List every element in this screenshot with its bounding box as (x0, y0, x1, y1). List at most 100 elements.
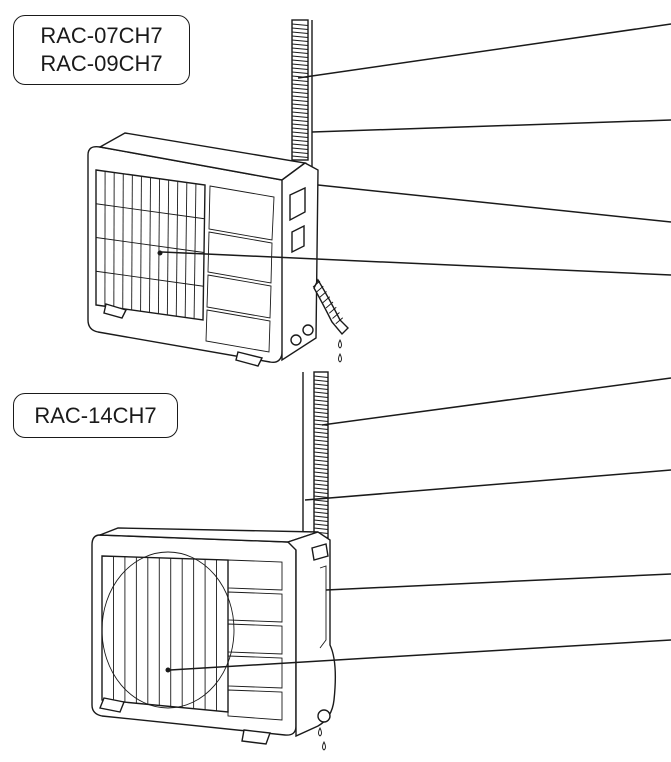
drip-2 (338, 352, 342, 363)
service-valve-1 (290, 334, 302, 346)
model-label-small-units: RAC-07CH7 RAC-09CH7 (13, 15, 190, 85)
duct-rib (291, 119, 309, 122)
duct-rib (313, 415, 329, 418)
grille-marker-bottom (165, 667, 171, 673)
duct-rib (291, 123, 309, 126)
duct-rib (313, 503, 329, 506)
front-panel-2 (227, 591, 283, 623)
duct-rib (313, 439, 329, 442)
duct-rib (291, 71, 309, 74)
drain-hose-top (313, 278, 349, 336)
duct-rib (291, 35, 309, 38)
model-name-2: RAC-09CH7 (40, 51, 163, 76)
duct-rib (291, 63, 309, 66)
fan-guard-circle (101, 551, 235, 709)
duct-rib (291, 59, 309, 62)
duct-rib (313, 495, 329, 498)
duct-rib (313, 515, 329, 518)
duct-rib (313, 483, 329, 486)
grille-bar (95, 270, 204, 287)
duct-rib (313, 395, 329, 398)
drip-4 (322, 740, 326, 751)
leader-line-bottom-2 (304, 469, 671, 501)
duct-rib (313, 447, 329, 450)
duct-rib (291, 23, 309, 26)
duct-rib (313, 411, 329, 414)
piping-duct-top (291, 19, 309, 161)
duct-rib (291, 51, 309, 54)
duct-rib (313, 379, 329, 382)
duct-rib (313, 387, 329, 390)
outdoor-unit-small (87, 19, 349, 367)
hose-ring (322, 296, 331, 304)
duct-rib (291, 147, 309, 150)
duct-rib (313, 479, 329, 482)
duct-rib (313, 403, 329, 406)
unit-foot-2 (235, 351, 264, 367)
hose-ring (332, 312, 340, 319)
leader-line-bottom-1 (321, 377, 671, 426)
piping-duct-bottom (313, 371, 329, 543)
duct-rib (291, 91, 309, 94)
service-valve-2 (302, 324, 314, 336)
duct-rib (291, 31, 309, 34)
duct-rib (291, 103, 309, 106)
hose-ring (328, 306, 337, 314)
service-cover-bottom (319, 565, 327, 649)
duct-rib (291, 39, 309, 42)
hose-ring (325, 301, 334, 309)
side-panel-1 (208, 185, 275, 241)
air-outlet-grille-bottom (101, 555, 229, 713)
drip-1 (338, 338, 342, 349)
duct-rib (291, 99, 309, 102)
duct-rib (291, 131, 309, 134)
duct-rib (291, 115, 309, 118)
duct-rib (291, 127, 309, 130)
duct-rib (313, 407, 329, 410)
duct-rib (291, 107, 309, 110)
duct-rib (313, 491, 329, 494)
unit-side-face-bottom (286, 531, 337, 738)
front-panel-1 (227, 559, 283, 591)
duct-rib (291, 27, 309, 30)
duct-rib (291, 95, 309, 98)
duct-rib (313, 507, 329, 510)
duct-rib (313, 451, 329, 454)
duct-rib (291, 55, 309, 58)
grille-bar (95, 237, 205, 253)
grille-marker-top (157, 250, 163, 256)
model-name-1: RAC-07CH7 (40, 23, 163, 48)
duct-rib (291, 143, 309, 146)
side-panel-2 (207, 231, 273, 284)
duct-rib (291, 151, 309, 154)
duct-rib (313, 467, 329, 470)
grille-bar (95, 203, 205, 220)
duct-rib (313, 499, 329, 502)
side-handle-top (289, 186, 306, 222)
duct-rib (291, 87, 309, 90)
duct-rib (313, 391, 329, 394)
duct-rib (313, 431, 329, 434)
duct-rib (313, 375, 329, 378)
duct-rib (313, 519, 329, 522)
duct-rib (313, 443, 329, 446)
hose-ring (312, 280, 321, 288)
hose-ring (335, 317, 344, 325)
duct-rib (313, 383, 329, 386)
duct-rib (291, 47, 309, 50)
leader-line-top-2 (311, 119, 671, 133)
unit-foot-3 (99, 697, 125, 713)
front-panel-3 (227, 623, 283, 655)
leader-line-top-1 (297, 23, 671, 79)
drain-port-bottom (317, 709, 331, 723)
unit-foot-4 (241, 729, 271, 745)
duct-rib (313, 459, 329, 462)
model-name-3: RAC-14CH7 (34, 403, 157, 428)
duct-rib (313, 511, 329, 514)
duct-rib (313, 419, 329, 422)
duct-rib (313, 471, 329, 474)
service-cover-top (291, 224, 305, 254)
duct-rib (291, 155, 309, 158)
duct-rib (313, 399, 329, 402)
